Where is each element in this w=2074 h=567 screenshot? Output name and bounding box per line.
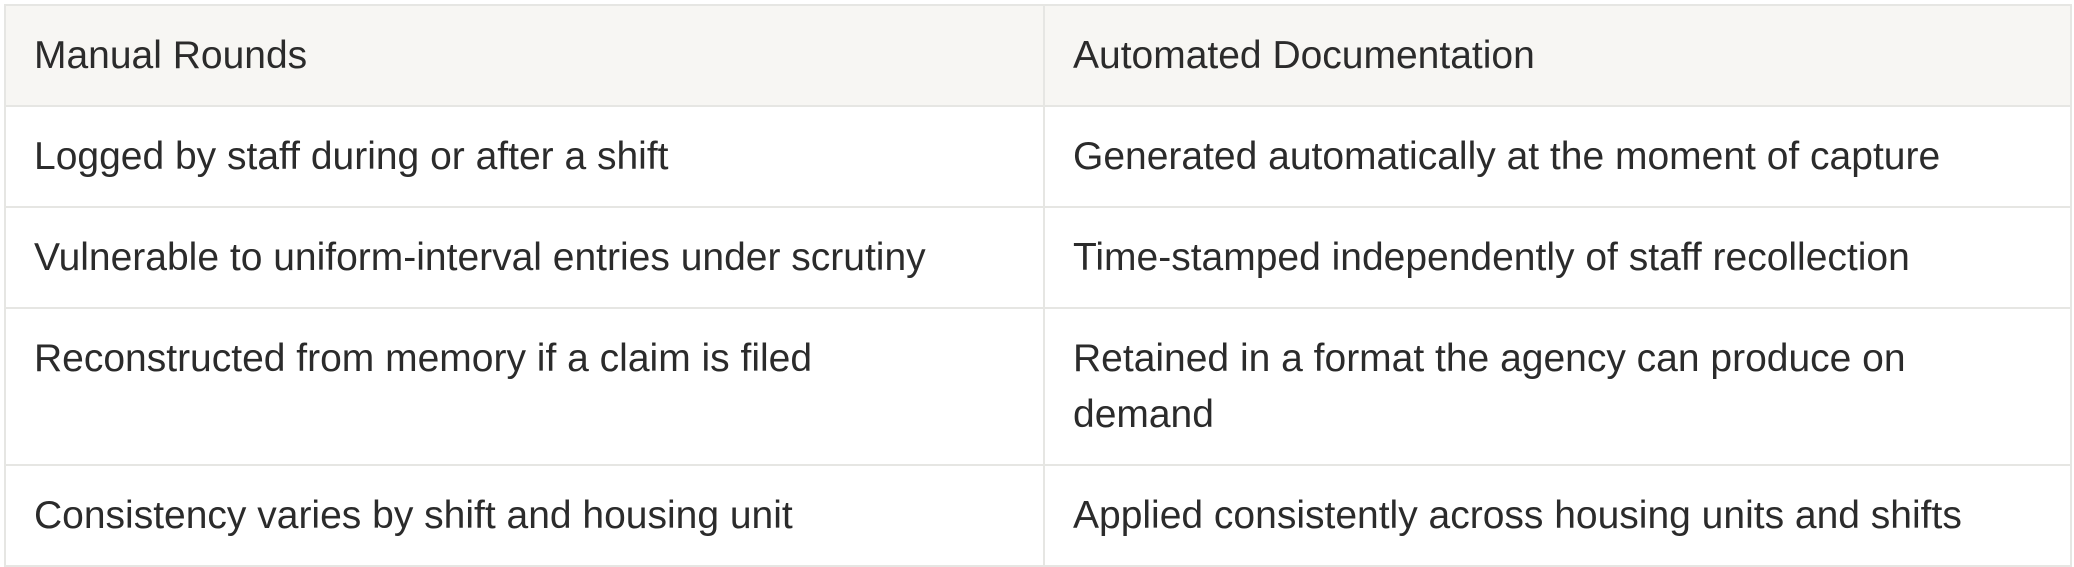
comparison-table: Manual Rounds Automated Documentation Lo… <box>4 4 2072 567</box>
table-row: Vulnerable to uniform-interval entries u… <box>4 206 2072 309</box>
table-cell-automated: Generated automatically at the moment of… <box>1043 105 2072 208</box>
comparison-table-container: Manual Rounds Automated Documentation Lo… <box>4 4 2072 567</box>
table-body: Logged by staff during or after a shift … <box>4 105 2072 567</box>
header-automated-documentation: Automated Documentation <box>1043 4 2072 107</box>
table-header: Manual Rounds Automated Documentation <box>4 4 2072 107</box>
table-cell-automated: Applied consistently across housing unit… <box>1043 464 2072 567</box>
table-row: Logged by staff during or after a shift … <box>4 105 2072 208</box>
header-manual-rounds: Manual Rounds <box>4 4 1045 107</box>
header-row: Manual Rounds Automated Documentation <box>4 4 2072 107</box>
table-row: Consistency varies by shift and housing … <box>4 464 2072 567</box>
table-cell-manual: Consistency varies by shift and housing … <box>4 464 1045 567</box>
table-cell-manual: Vulnerable to uniform-interval entries u… <box>4 206 1045 309</box>
table-cell-manual: Reconstructed from memory if a claim is … <box>4 307 1045 466</box>
table-cell-automated: Time-stamped independently of staff reco… <box>1043 206 2072 309</box>
table-row: Reconstructed from memory if a claim is … <box>4 307 2072 466</box>
table-cell-automated: Retained in a format the agency can prod… <box>1043 307 2072 466</box>
table-cell-manual: Logged by staff during or after a shift <box>4 105 1045 208</box>
